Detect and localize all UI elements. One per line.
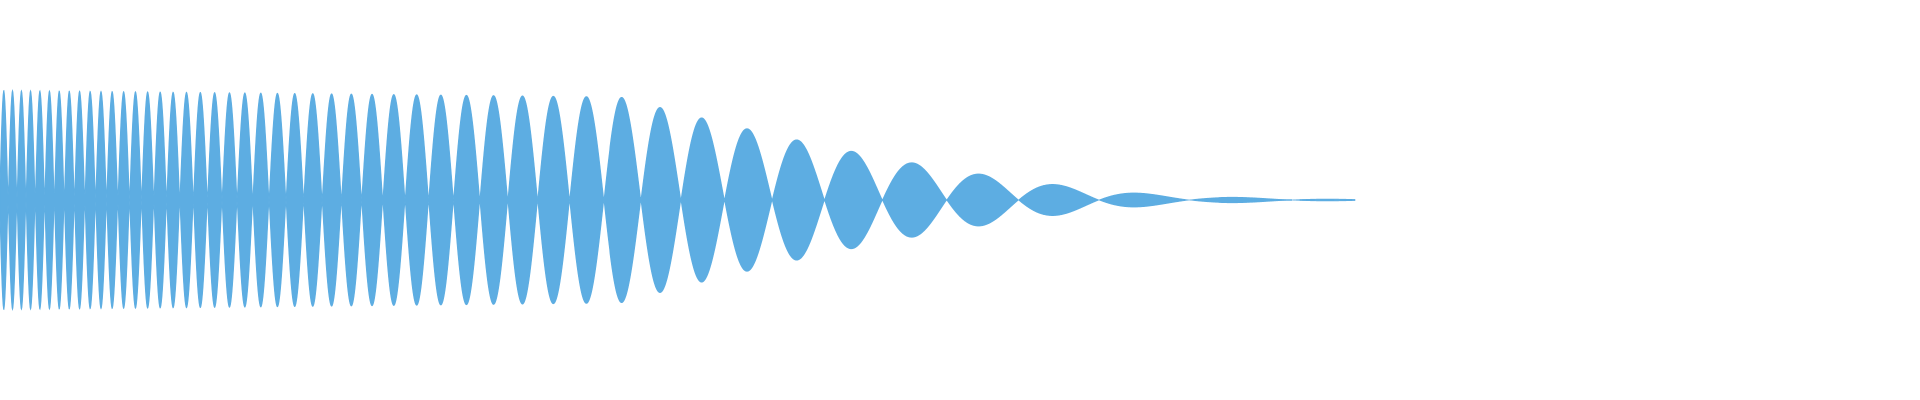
waveform-path — [0, 89, 1356, 311]
